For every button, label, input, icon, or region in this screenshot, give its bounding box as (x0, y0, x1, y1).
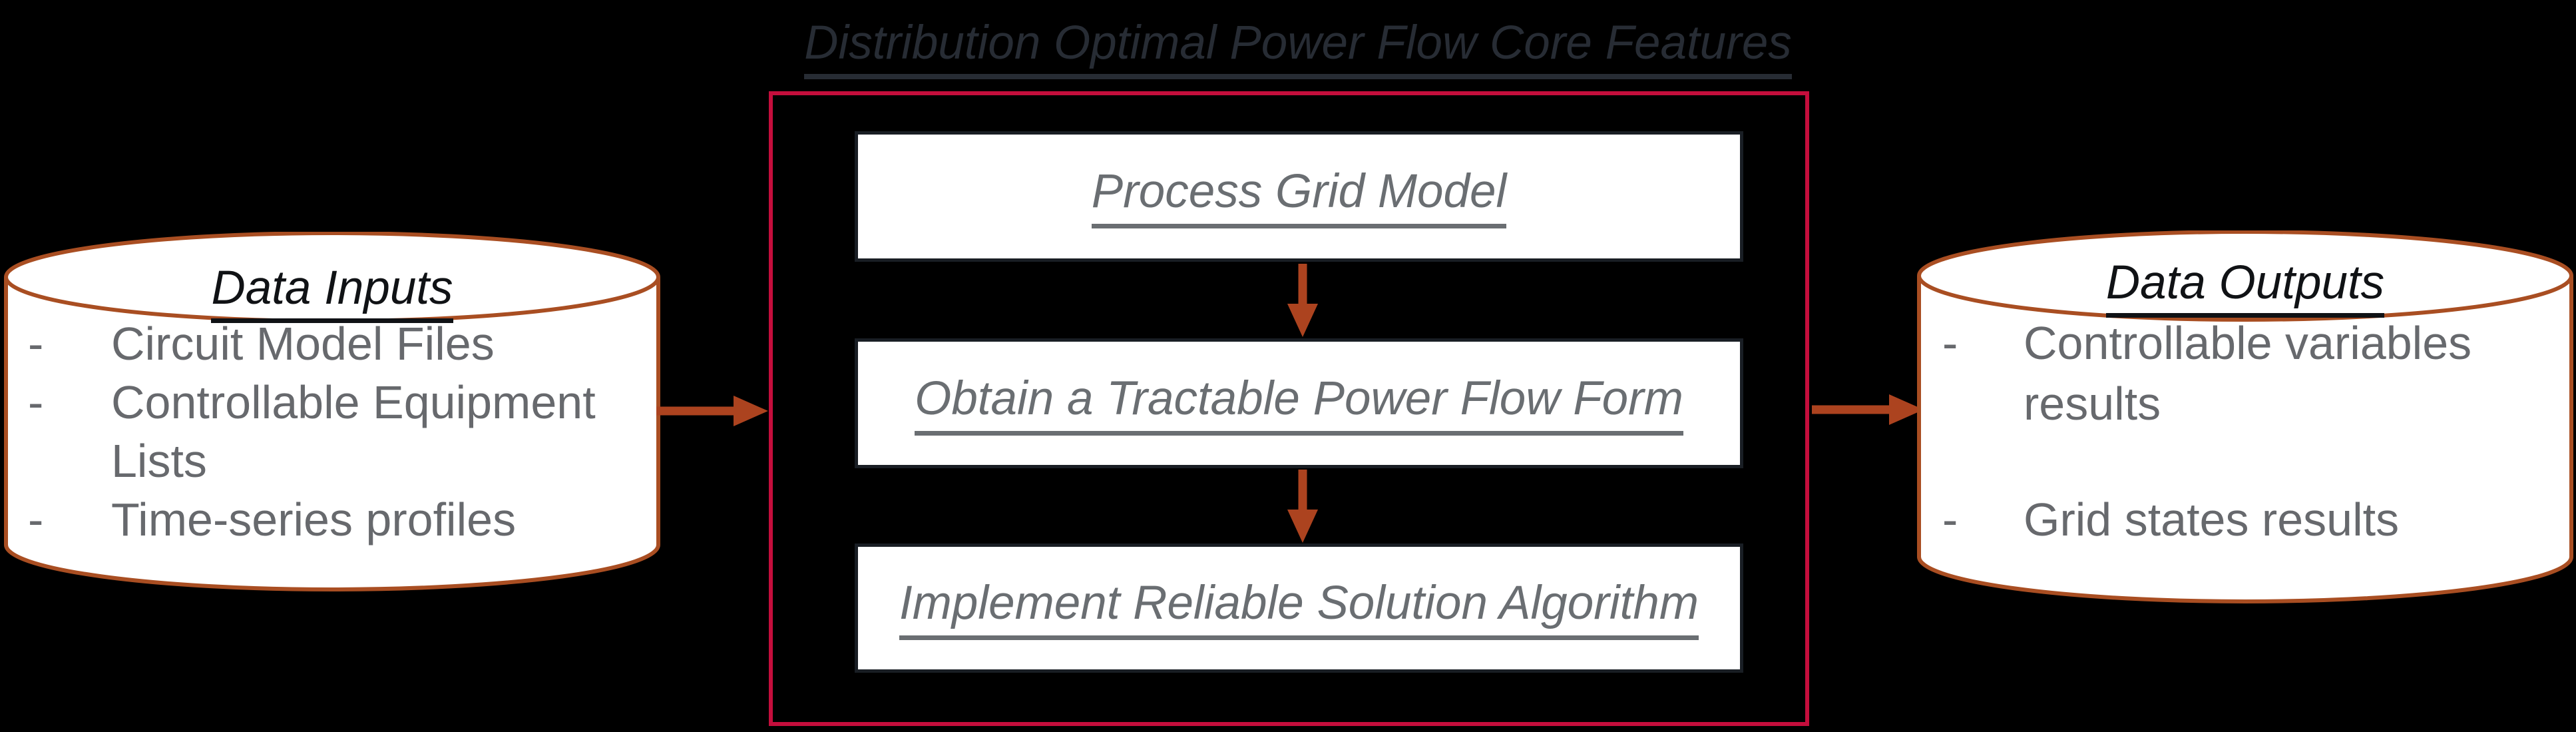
list-item-text: Circuit Model Files (111, 318, 495, 370)
arrow-down-icon (1287, 470, 1318, 543)
data-inputs-list: - Circuit Model Files - Controllable Equ… (28, 314, 647, 549)
list-item: - Circuit Model Files (28, 314, 647, 373)
data-outputs-title: Data Outputs (1917, 256, 2573, 318)
data-inputs-title: Data Inputs (4, 261, 660, 323)
data-outputs-title-text: Data Outputs (2105, 256, 2385, 318)
diagram-title: Distribution Optimal Power Flow Core Fea… (666, 16, 1930, 79)
diagram-title-text: Distribution Optimal Power Flow Core Fea… (804, 16, 1792, 79)
cylinder-body (1917, 276, 2573, 603)
cylinder-body (4, 277, 660, 591)
step-label: Process Grid Model (1091, 165, 1507, 228)
list-item: - Grid states results (1942, 490, 2521, 550)
dash-bullet: - (28, 376, 44, 428)
arrow-right-icon (1812, 394, 1924, 425)
dash-bullet: - (28, 318, 44, 370)
core-features-box (769, 91, 1809, 726)
step-process-grid-model: Process Grid Model (855, 131, 1743, 262)
dash-bullet: - (28, 494, 44, 546)
list-item-text: Controllable Equipment Lists (111, 376, 596, 487)
data-outputs-list: - Controllable variables results - Grid … (1942, 313, 2521, 550)
list-item-text: Controllable variables results (2024, 317, 2472, 430)
cylinder-top (1917, 230, 2573, 322)
list-item: - Controllable Equipment Lists (28, 373, 647, 490)
list-item: - Time-series profiles (28, 490, 647, 549)
list-item-text: Grid states results (2024, 494, 2400, 546)
data-inputs-title-text: Data Inputs (211, 261, 453, 323)
list-item: - Controllable variables results (1942, 313, 2521, 434)
arrow-right-icon (656, 396, 768, 426)
step-label: Obtain a Tractable Power Flow Form (915, 372, 1683, 436)
step-label: Implement Reliable Solution Algorithm (899, 576, 1699, 640)
dash-bullet: - (1942, 494, 1958, 546)
data-outputs-cylinder-icon (1917, 230, 2573, 603)
arrow-down-icon (1287, 264, 1318, 337)
dash-bullet: - (1942, 317, 1958, 369)
step-implement-reliable-solution-algorithm: Implement Reliable Solution Algorithm (855, 544, 1743, 673)
step-obtain-tractable-power-flow-form: Obtain a Tractable Power Flow Form (855, 338, 1743, 468)
data-inputs-cylinder-icon (4, 232, 660, 591)
list-item-text: Time-series profiles (111, 494, 517, 546)
